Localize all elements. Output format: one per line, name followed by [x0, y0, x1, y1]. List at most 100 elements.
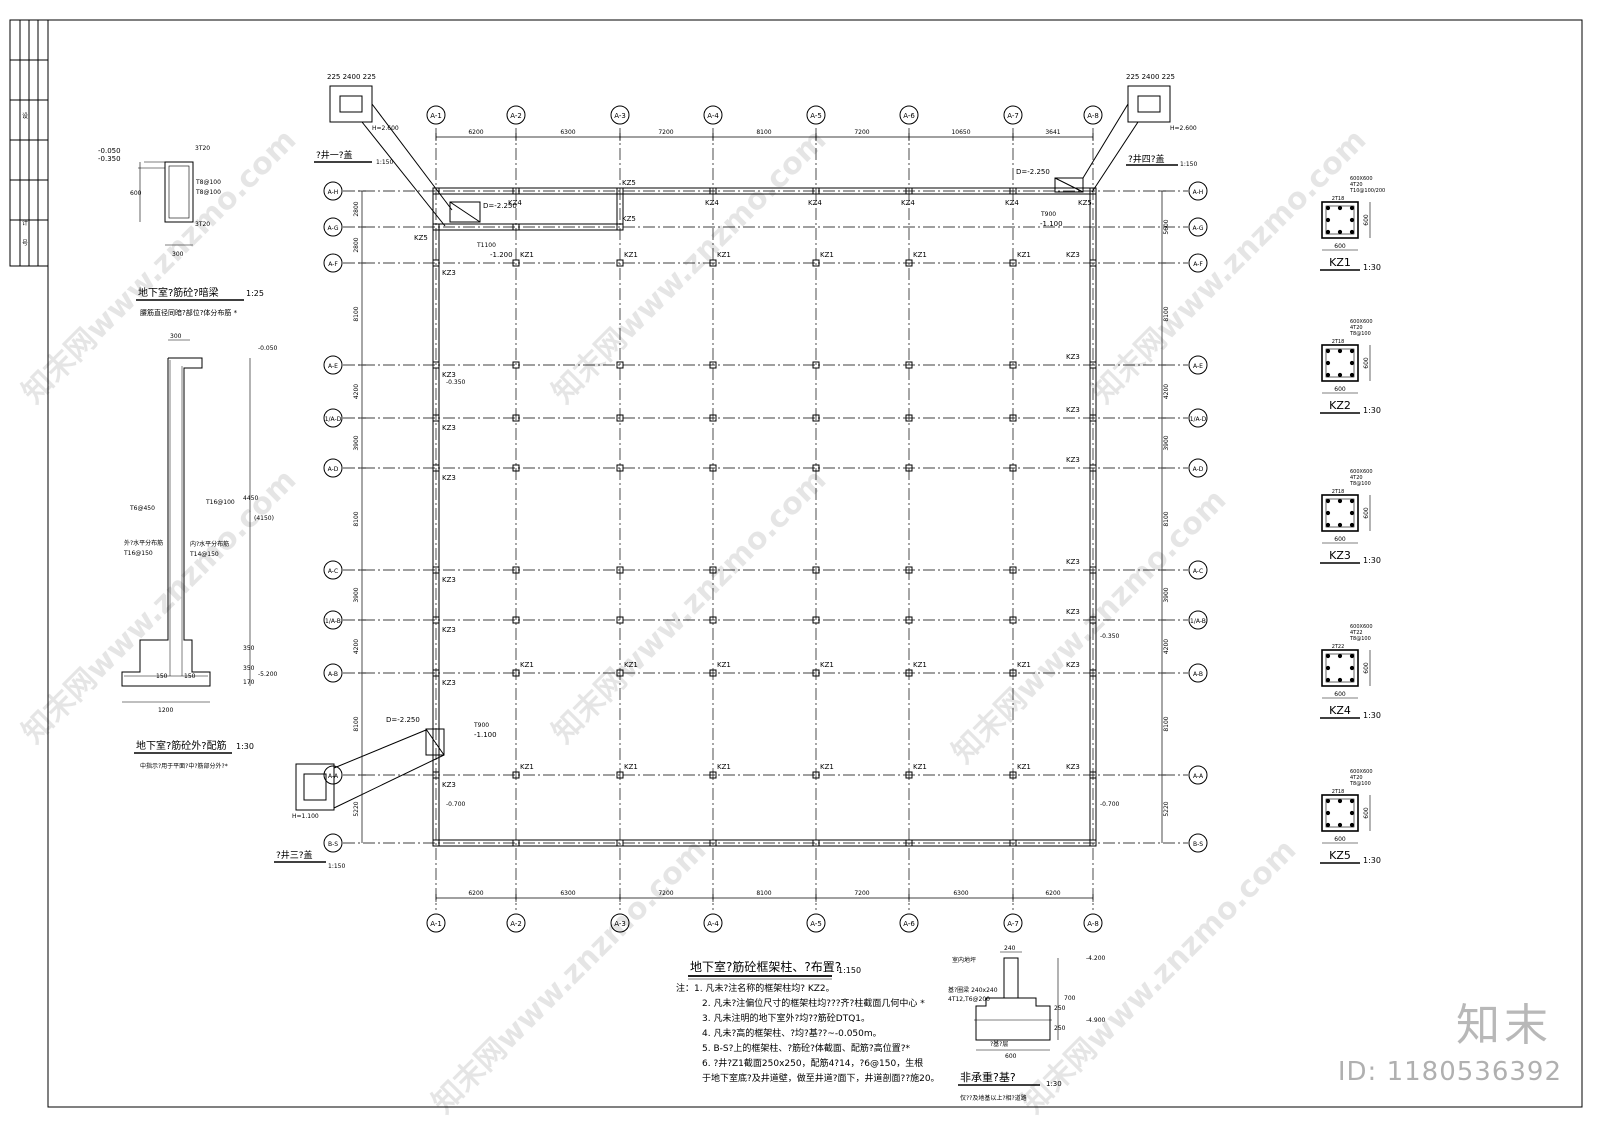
axis-bubble	[1188, 765, 1208, 785]
column-square	[512, 259, 520, 267]
axis-label: A-5	[810, 112, 822, 120]
column-note-bars: 4T20	[1350, 475, 1363, 481]
axis-bubble	[323, 663, 343, 683]
rebar-dot	[1337, 677, 1343, 683]
column-label: KZ1	[624, 251, 638, 259]
dim-text: 7200	[854, 890, 869, 897]
ws-dim-1: 350	[243, 645, 255, 652]
column-label: KZ1	[913, 763, 927, 771]
axis-label: A-E	[328, 363, 338, 370]
column-label: KZ3	[1066, 608, 1080, 616]
axis-bubble	[899, 105, 919, 125]
dim-text: 5220	[353, 801, 360, 816]
ws-height: 4450	[243, 495, 258, 502]
axis-bubble	[1188, 181, 1208, 201]
axis-label: A-C	[328, 568, 338, 575]
dim-text: 10650	[951, 129, 970, 136]
column-name: KZ1	[1329, 256, 1351, 269]
hb-stirrup-1: T8@100	[195, 179, 221, 186]
axis-label: A-H	[1193, 189, 1204, 196]
fo-d3: 700	[1064, 995, 1076, 1002]
ws-dim-3: 170	[243, 679, 255, 686]
well-four-scale: 1:150	[1180, 161, 1197, 168]
rebar-dot	[1337, 372, 1343, 378]
sheet-border	[47, 19, 1583, 1108]
elev-label-9: -0.350	[1100, 633, 1120, 640]
column-bars-label: 2T18	[1332, 489, 1345, 495]
column-scale: 1:30	[1363, 263, 1381, 272]
rebar-dot	[1349, 205, 1355, 211]
column-square	[812, 361, 820, 369]
column-square	[709, 566, 717, 574]
axis-label: 1/A-B	[325, 618, 341, 625]
axis-bubble	[323, 458, 343, 478]
column-square	[1089, 361, 1097, 369]
column-scale: 1:30	[1363, 711, 1381, 720]
beam-label-1: T1100	[476, 242, 496, 249]
column-square	[905, 771, 913, 779]
column-square	[905, 566, 913, 574]
note-line: 3. 凡未注明的地下室外?均??筋砼DTQ1。	[702, 1012, 870, 1024]
column-square	[905, 187, 913, 195]
column-stirrup	[1325, 348, 1355, 378]
column-square	[432, 669, 440, 677]
axis-bubble	[1188, 217, 1208, 237]
column-height-dim: 600	[1363, 807, 1370, 819]
hb-scale: 1:25	[246, 289, 264, 298]
column-label: KZ4	[901, 199, 915, 207]
fo-w1: 240	[1004, 945, 1016, 952]
column-square	[1089, 616, 1097, 624]
rebar-dot	[1349, 522, 1355, 528]
axis-label: A-A	[328, 773, 339, 780]
column-label: KZ1	[1017, 251, 1031, 259]
column-label: KZ5	[1078, 199, 1092, 207]
column-label: KZ3	[1066, 251, 1080, 259]
column-square	[512, 187, 520, 195]
axis-bubble	[323, 217, 343, 237]
axis-bubble	[323, 408, 343, 428]
column-label: KZ1	[1017, 763, 1031, 771]
column-square	[1009, 259, 1017, 267]
axis-bubble	[703, 105, 723, 125]
column-square	[812, 771, 820, 779]
axis-bubble	[610, 913, 630, 933]
column-square	[512, 223, 520, 231]
axis-label: A-1	[430, 920, 442, 928]
dim-text: 2800	[353, 201, 360, 216]
rebar-dot	[1325, 665, 1331, 671]
image-id-text: ID: 1180536392	[1337, 1057, 1562, 1087]
column-square	[812, 259, 820, 267]
axis-label: A-1	[430, 112, 442, 120]
elev-label-5: D=-2.250	[386, 716, 420, 724]
axis-bubble	[1188, 833, 1208, 853]
column-square	[616, 187, 624, 195]
axis-bubble	[1083, 913, 1103, 933]
column-square	[1009, 414, 1017, 422]
column-label: KZ3	[1066, 763, 1080, 771]
column-label: KZ3	[442, 576, 456, 584]
rebar-dot	[1349, 498, 1355, 504]
column-label: KZ1	[520, 661, 534, 669]
column-square	[616, 616, 624, 624]
axis-label: A-D	[328, 466, 339, 473]
column-square	[812, 566, 820, 574]
axis-label: A-7	[1007, 112, 1019, 120]
column-width-dim: 600	[1334, 536, 1346, 543]
column-square	[709, 616, 717, 624]
hb-stirrup-2: T8@100	[195, 189, 221, 196]
wall-section: 300 -0.050 -5.200 4450 (4150) 350 350 17…	[121, 333, 278, 770]
axis-bubble	[1188, 458, 1208, 478]
column-label: KZ3	[442, 371, 456, 379]
rebar-dot	[1325, 360, 1331, 366]
column-name: KZ2	[1329, 399, 1351, 412]
ws-height-2: (4150)	[254, 515, 274, 522]
ws-title: 地下室?筋砼外?配筋	[136, 739, 227, 752]
column-square	[812, 669, 820, 677]
column-square	[905, 616, 913, 624]
column-label: KZ3	[1066, 353, 1080, 361]
rebar-dot	[1325, 510, 1331, 516]
